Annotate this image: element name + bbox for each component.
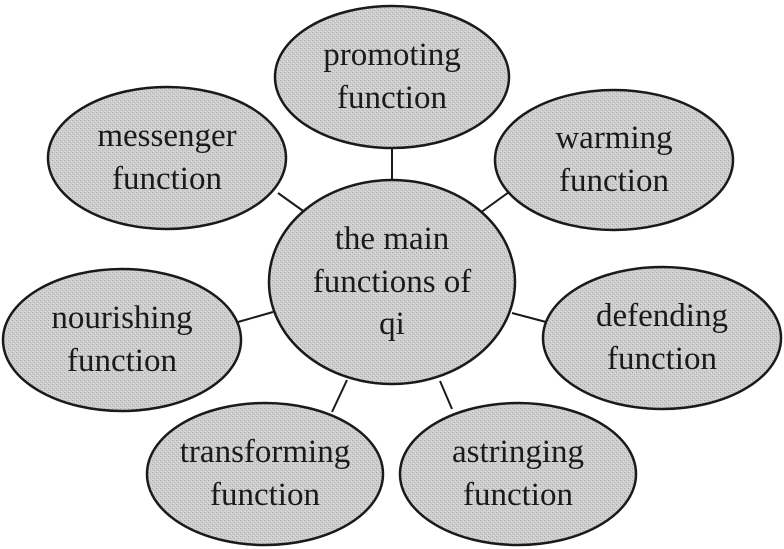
- ellipse-nourishing: [1, 267, 243, 413]
- connector-lines: [237, 148, 547, 413]
- node-ellipses: [1, 4, 783, 547]
- ellipse-warming: [493, 88, 735, 232]
- ellipse-messenger: [46, 85, 288, 231]
- connector-messenger: [277, 192, 307, 214]
- connector-defending: [511, 312, 547, 323]
- ellipse-promoting: [273, 4, 511, 150]
- connector-nourishing: [237, 311, 274, 323]
- ellipse-defending: [541, 265, 783, 411]
- ellipse-astringing: [398, 401, 638, 547]
- connector-transforming: [331, 379, 348, 413]
- ellipse-center: [267, 178, 517, 386]
- connector-warming: [479, 191, 510, 214]
- ellipse-transforming: [145, 401, 385, 547]
- connector-astringing: [439, 380, 453, 410]
